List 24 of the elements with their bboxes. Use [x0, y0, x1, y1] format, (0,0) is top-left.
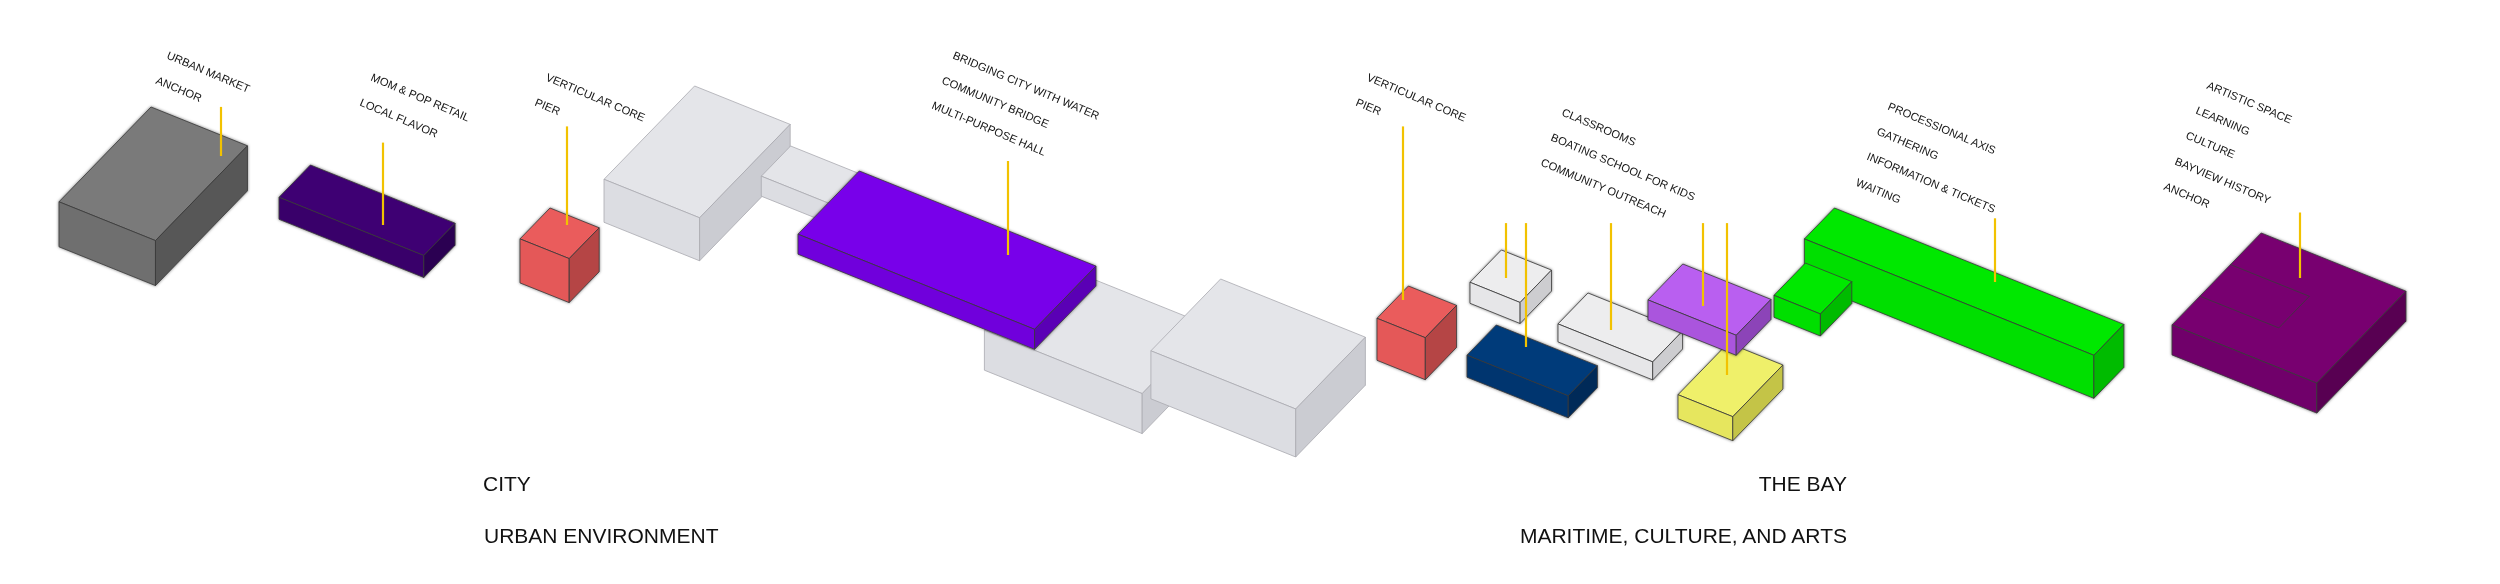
- zone-subtitle: URBAN ENVIRONMENT: [484, 524, 719, 548]
- massing-block: [58, 106, 249, 287]
- massing-block: [2170, 232, 2407, 415]
- massing-block: [1468, 249, 1553, 325]
- leader-line: [1401, 126, 1405, 300]
- massing-block: [1647, 263, 1773, 357]
- zone-title: CITY: [483, 472, 531, 496]
- leader-line: [1006, 161, 1010, 255]
- massing-block: [1557, 292, 1684, 381]
- massing-block: [796, 170, 1097, 351]
- leader-line: [1701, 223, 1705, 306]
- zone-title: THE BAY: [1758, 472, 1847, 496]
- leader-line: [381, 142, 385, 225]
- leader-line: [219, 106, 223, 156]
- zone-subtitle: MARITIME, CULTURE, AND ARTS: [1519, 524, 1847, 548]
- massing-block: [1465, 324, 1599, 419]
- leader-line: [565, 126, 569, 225]
- massing-block: [519, 207, 601, 304]
- massing-block: [277, 164, 456, 279]
- leader-line: [1993, 218, 1997, 282]
- leader-line: [2298, 212, 2302, 278]
- leader-line: [1504, 223, 1508, 278]
- leader-line: [1609, 223, 1613, 330]
- massing-block: [1375, 285, 1458, 381]
